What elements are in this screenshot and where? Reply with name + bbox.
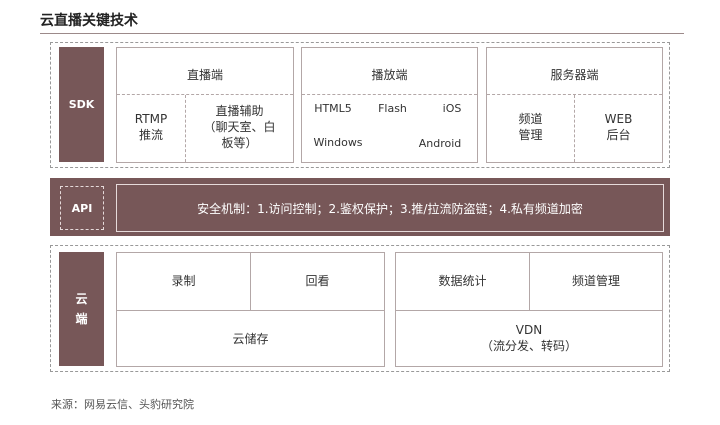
sdk-section	[50, 42, 670, 168]
vdn-line1: VDN	[515, 323, 543, 337]
channel-line1: 频道	[518, 112, 543, 126]
web-line1: WEB	[604, 112, 633, 126]
stats-cell: 数据统计	[438, 274, 487, 288]
player-divider	[302, 94, 477, 95]
cloud-label: 云 端	[59, 252, 104, 366]
rtmp-line2: 推流	[138, 128, 163, 142]
server-divider	[487, 94, 662, 95]
rtmp-line1: RTMP	[134, 112, 168, 126]
platform-android: Android	[418, 137, 462, 150]
api-label: API	[60, 186, 104, 230]
storage-cell: 云储存	[232, 332, 269, 346]
title-divider	[40, 33, 684, 34]
platform-flash: Flash	[378, 102, 407, 115]
aux-line2: （聊天室、白	[203, 120, 276, 134]
web-line2: 后台	[606, 128, 631, 142]
cloud-label-line1: 云	[75, 292, 88, 306]
record-cell: 录制	[171, 274, 196, 288]
vdn-line2: （流分发、转码）	[480, 339, 577, 353]
diagram-title: 云直播关键技术	[40, 13, 138, 29]
channel-line2: 管理	[518, 128, 543, 142]
server-header: 服务器端	[550, 68, 599, 82]
aux-line3: 板等）	[221, 136, 258, 150]
api-section	[50, 178, 670, 236]
channel-mgmt-cell: 频道管理	[571, 274, 620, 288]
player-box	[301, 47, 478, 163]
source-note: 来源：网易云信、头豹研究院	[51, 398, 194, 411]
broadcaster-box	[116, 47, 294, 163]
service-divider	[396, 310, 662, 311]
platform-html5: HTML5	[314, 102, 352, 115]
api-security-text: 安全机制：1.访问控制；2.鉴权保护；3.推/拉流防盗链；4.私有频道加密	[116, 184, 664, 232]
player-header: 播放端	[371, 68, 408, 82]
aux-line1: 直播辅助	[215, 104, 264, 118]
platform-ios: iOS	[442, 102, 462, 115]
service-split	[529, 253, 530, 310]
server-split	[574, 95, 575, 162]
playback-cell: 回看	[305, 274, 330, 288]
platform-windows: Windows	[313, 136, 363, 149]
media-divider	[117, 310, 384, 311]
broadcaster-divider	[117, 94, 293, 95]
cloud-section	[50, 245, 670, 372]
cloud-label-line2: 端	[75, 312, 88, 326]
media-split	[250, 253, 251, 310]
broadcaster-split	[185, 95, 186, 162]
broadcaster-header: 直播端	[186, 68, 223, 82]
sdk-label: SDK	[59, 47, 104, 162]
